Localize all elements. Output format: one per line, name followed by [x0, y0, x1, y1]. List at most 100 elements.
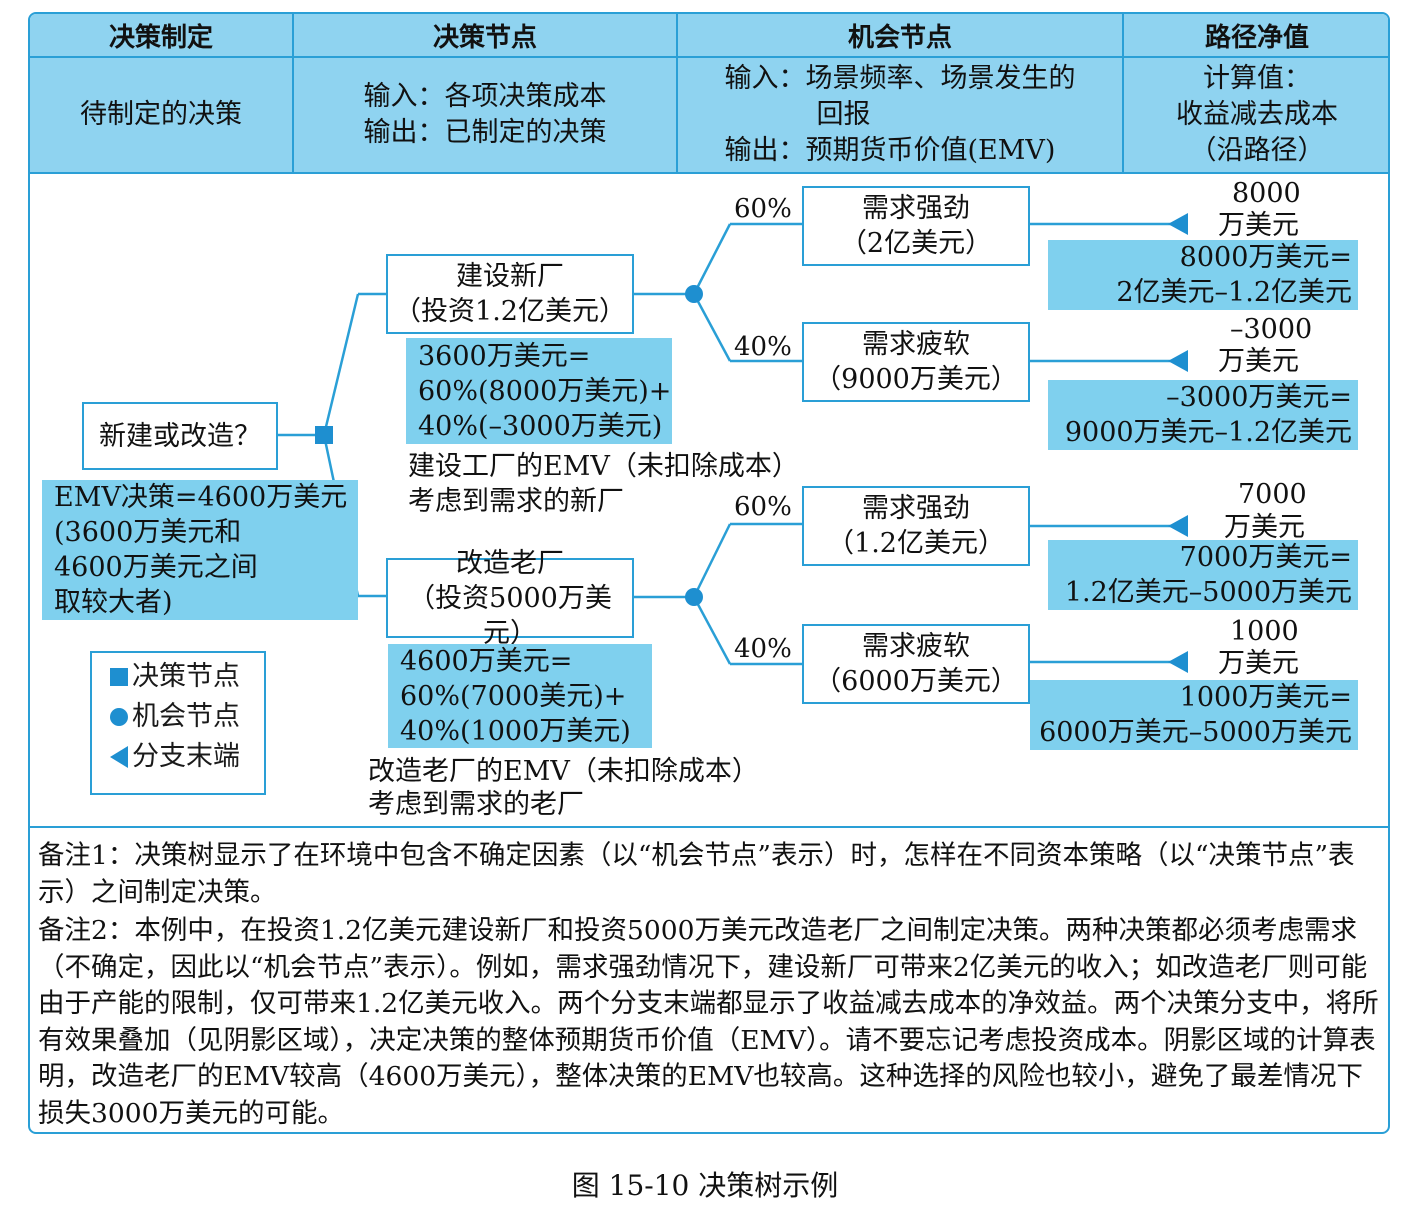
root-emv-l3: 4600万美元之间: [54, 552, 258, 583]
end-calc-l2: 6000万美元–5000万美元: [1039, 717, 1352, 748]
circle-icon: [106, 707, 132, 727]
end-calc-l1: –3000万美元=: [1166, 382, 1352, 413]
legend-decision-label: 决策节点: [132, 661, 240, 692]
branch-end-triangle: [1168, 515, 1188, 537]
branch-new-calc-l2: 60%(8000万美元)+: [418, 375, 672, 407]
sub-col4-l1: 计算值：: [1203, 63, 1311, 94]
branch-new-l1: 建设新厂: [456, 261, 564, 292]
end-calc-l1: 1000万美元=: [1179, 682, 1352, 713]
outcome-l2: （1.2亿美元）: [827, 528, 1005, 559]
branch-old-l1: 改造老厂: [456, 547, 564, 579]
notes-section: 备注1：决策树显示了在环境中包含不确定因素（以“机会节点”表示）时，怎样在不同资…: [30, 826, 1388, 1132]
branch-end-triangle: [1168, 350, 1188, 372]
sub-path-value: 计算值： 收益减去成本 （沿路径）: [1124, 58, 1388, 174]
legend-end: 分支末端: [106, 737, 264, 777]
outcome-l2: （2亿美元）: [839, 228, 993, 259]
header-chance-node: 机会节点: [678, 14, 1124, 58]
branch-new-calc-l1: 3600万美元=: [418, 340, 591, 372]
root-emv-shade: EMV决策=4600万美元 (3600万美元和 4600万美元之间 取较大者): [42, 480, 358, 620]
end-value: 8000: [1232, 178, 1301, 209]
root-emv-l1: EMV决策=4600万美元: [54, 482, 348, 513]
end-calc-l1: 8000万美元=: [1179, 242, 1352, 273]
branch-old-note-l2: 考虑到需求的老厂: [368, 789, 584, 820]
root-decision-box: 新建或改造？: [82, 402, 278, 470]
legend: 决策节点 机会节点 分支末端: [90, 651, 266, 795]
branch-new-plant-box: 建设新厂 （投资1.2亿美元）: [386, 254, 634, 334]
prob-label: 40%: [734, 332, 792, 362]
sub-decision-making: 待制定的决策: [30, 58, 294, 174]
prob-label: 60%: [734, 492, 792, 522]
branch-old-calc-l3: 40%(1000万美元): [400, 715, 631, 747]
sub-col2-input: 输入：各项决策成本: [363, 81, 607, 112]
end-calc-shade: 8000万美元= 2亿美元–1.2亿美元: [1048, 240, 1358, 310]
decision-node-square: [315, 426, 333, 444]
branch-old-l2: （投资5000万美元）: [408, 582, 612, 649]
outcome-l1: 需求疲软: [862, 631, 970, 662]
legend-chance-label: 机会节点: [132, 701, 240, 732]
sub-col4-l2: 收益减去成本: [1176, 99, 1338, 130]
outcome-box-weak-new: 需求疲软 （9000万美元）: [802, 322, 1030, 402]
sub-decision-node: 输入：各项决策成本 输出：已制定的决策: [294, 58, 678, 174]
branch-old-plant-box: 改造老厂 （投资5000万美元）: [386, 548, 634, 649]
legend-decision: 决策节点: [106, 657, 264, 697]
end-calc-shade: –3000万美元= 9000万美元–1.2亿美元: [1048, 380, 1358, 450]
branch-old-calc-l2: 60%(7000美元)+: [400, 680, 627, 712]
end-unit: 万美元: [1218, 648, 1299, 679]
prob-label: 60%: [734, 194, 792, 224]
square-icon: [106, 668, 132, 686]
legend-end-label: 分支末端: [132, 741, 240, 772]
branch-new-calc-shade: 3600万美元= 60%(8000万美元)+ 40%(–3000万美元): [406, 338, 672, 444]
end-unit: 万美元: [1218, 210, 1299, 241]
end-unit: 万美元: [1224, 512, 1305, 543]
chance-node-circle: [685, 285, 703, 303]
outcome-box-strong-new: 需求强劲 （2亿美元）: [802, 186, 1030, 266]
legend-chance: 机会节点: [106, 697, 264, 737]
end-value: 7000: [1238, 479, 1307, 510]
note-1: 备注1：决策树显示了在环境中包含不确定因素（以“机会节点”表示）时，怎样在不同资…: [38, 840, 1355, 908]
end-calc-shade: 7000万美元= 1.2亿美元–5000万美元: [1048, 540, 1358, 610]
branch-old-calc-shade: 4600万美元= 60%(7000美元)+ 40%(1000万美元): [388, 644, 652, 748]
branch-old-note-l1: 改造老厂的EMV（未扣除成本）: [368, 756, 759, 787]
figure-caption: 图 15-10 决策树示例: [571, 1169, 839, 1202]
branch-new-note-l2: 考虑到需求的新厂: [408, 486, 624, 517]
end-calc-shade: 1000万美元= 6000万美元–5000万美元: [1030, 680, 1358, 750]
branch-new-calc-l3: 40%(–3000万美元): [418, 410, 663, 442]
end-unit: 万美元: [1218, 346, 1299, 377]
branch-new-l2: （投资1.2亿美元）: [394, 296, 626, 327]
end-calc-l2: 2亿美元–1.2亿美元: [1116, 277, 1352, 308]
outcome-l2: （6000万美元）: [814, 666, 1018, 697]
sub-chance-node: 输入：场景频率、场景发生的 回报 输出：预期货币价值(EMV): [678, 58, 1124, 174]
diagram-frame: 决策制定 决策节点 机会节点 路径净值 待制定的决策 输入：各项决策成本 输出：…: [28, 12, 1390, 1134]
triangle-left-icon: [106, 746, 132, 768]
outcome-l1: 需求疲软: [862, 329, 970, 360]
branch-new-note-l1: 建设工厂的EMV（未扣除成本）: [408, 451, 799, 482]
sub-col1-text: 待制定的决策: [80, 99, 242, 130]
outcome-l1: 需求强劲: [862, 493, 970, 524]
sub-col4-l3: （沿路径）: [1189, 135, 1325, 166]
outcome-box-strong-old: 需求强劲 （1.2亿美元）: [802, 486, 1030, 566]
outcome-l1: 需求强劲: [862, 193, 970, 224]
outcome-box-weak-old: 需求疲软 （6000万美元）: [802, 624, 1030, 704]
outcome-l2: （9000万美元）: [814, 364, 1018, 395]
sub-col3-input: 输入：场景频率、场景发生的: [724, 63, 1076, 94]
branch-end-triangle: [1168, 213, 1188, 235]
end-calc-l2: 9000万美元–1.2亿美元: [1064, 417, 1352, 448]
sub-col3-input-cont: 回报: [816, 99, 871, 130]
sub-col3-output: 输出：预期货币价值(EMV): [724, 135, 1056, 166]
header-path-value: 路径净值: [1124, 14, 1388, 58]
end-value: –3000: [1230, 314, 1313, 345]
end-calc-l1: 7000万美元=: [1179, 542, 1352, 573]
root-label: 新建或改造？: [99, 420, 261, 452]
end-value: 1000: [1230, 616, 1299, 647]
header-decision-node: 决策节点: [294, 14, 678, 58]
sub-col2-output: 输出：已制定的决策: [363, 117, 607, 148]
chance-node-circle: [685, 588, 703, 606]
header-decision-making: 决策制定: [30, 14, 294, 58]
branch-old-calc-l1: 4600万美元=: [400, 645, 573, 677]
root-emv-l2: (3600万美元和: [54, 517, 242, 548]
prob-label: 40%: [734, 634, 792, 664]
branch-end-triangle: [1168, 651, 1188, 673]
root-emv-l4: 取较大者): [54, 587, 173, 618]
note-2: 备注2：本例中，在投资1.2亿美元建设新厂和投资5000万美元改造老厂之间制定决…: [38, 915, 1379, 1129]
end-calc-l2: 1.2亿美元–5000万美元: [1064, 577, 1352, 608]
